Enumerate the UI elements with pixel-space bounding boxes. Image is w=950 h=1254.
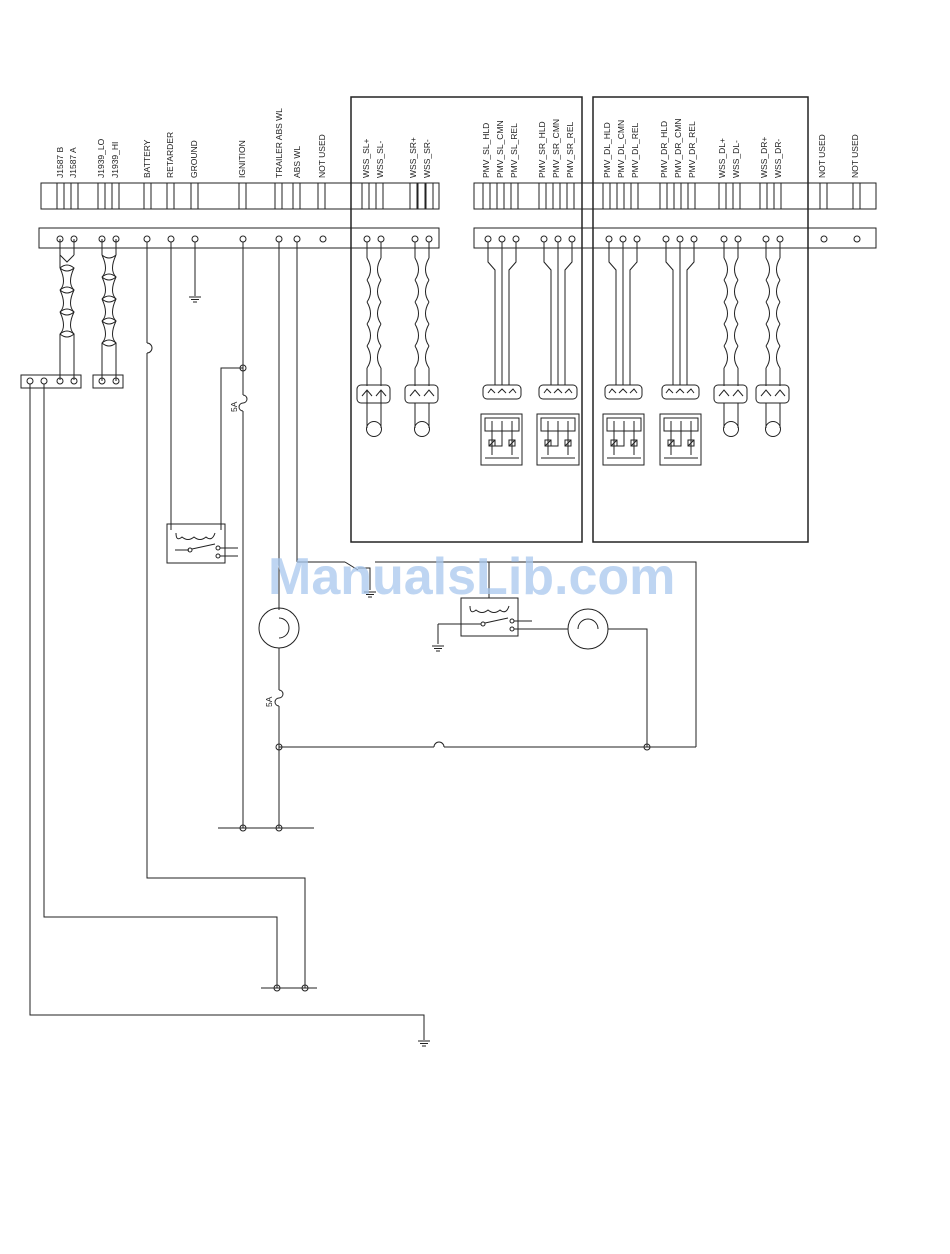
label-ground: GROUND (189, 140, 199, 178)
label-wss-dr-minus: WSS_DR- (773, 139, 783, 178)
label-abs-wl: ABS WL (292, 146, 302, 178)
label-pmv-dr-hld: PMV_DR_HLD (659, 121, 669, 178)
wss-sl-sensor (356, 242, 391, 437)
left-connector-pins (56, 235, 433, 243)
trailer-abs-warning-lamp (258, 607, 300, 649)
abs-warning-lamp (567, 608, 609, 650)
j1939-diagnostic-connector (92, 374, 124, 389)
label-battery: BATTERY (142, 139, 152, 178)
label-pmv-sl-hld: PMV_SL_HLD (481, 123, 491, 178)
label-pmv-dl-hld: PMV_DL_HLD (602, 122, 612, 178)
label-pmv-dr-cmn: PMV_DR_CMN (673, 118, 683, 178)
abs-wl-circuit (296, 242, 697, 747)
trailer-lamp-fuse-label: 5A (264, 696, 274, 707)
retarder-relay (166, 242, 243, 564)
label-not-used-right-1: NOT USED (817, 134, 827, 178)
wss-sr-sensor (404, 242, 439, 437)
pmv-sl-valve-body (480, 413, 523, 466)
right-connector-housing-bottom (473, 227, 877, 249)
right-connector-pin-slots (482, 182, 861, 210)
label-wss-sr-minus: WSS_SR- (422, 139, 432, 178)
label-pmv-sl-cmn: PMV_SL_CMN (495, 120, 505, 178)
label-pmv-sl-rel: PMV_SL_REL (509, 123, 519, 178)
left-connector-housing-bottom (38, 227, 440, 249)
ignition-fuse (238, 394, 248, 412)
relay-coil (175, 532, 216, 540)
j1587-diagnostic-connector (20, 374, 82, 389)
left-connector-pin-slots (56, 182, 434, 210)
diagnostic-wires (29, 384, 431, 1047)
pmv-dr-valve-body (659, 413, 702, 466)
watermark: ManualsLib.com (268, 548, 675, 606)
trailer-abs-wl-circuit: 5A (218, 242, 696, 832)
ignition-wire: 5A (229, 242, 248, 828)
label-not-used-left: NOT USED (317, 134, 327, 178)
label-j1939-hi: J1939_HI (110, 142, 120, 178)
label-wss-sr-plus: WSS_SR+ (408, 137, 418, 178)
label-pmv-dr-rel: PMV_DR_REL (687, 121, 697, 178)
label-wss-dl-plus: WSS_DL+ (717, 138, 727, 178)
wss-dl-sensor (713, 242, 748, 437)
label-wss-dr-plus: WSS_DR+ (759, 137, 769, 178)
label-retarder: RETARDER (165, 132, 175, 178)
label-wss-sl-plus: WSS_SL+ (361, 139, 371, 178)
modulator-steer-block (350, 96, 583, 543)
pmv-sl-modulator (480, 242, 523, 466)
abs-lamp-filament (577, 618, 599, 630)
right-connector-housing-top (473, 182, 877, 210)
label-ignition: IGNITION (237, 140, 247, 178)
left-connector-housing-top (40, 182, 440, 210)
trailer-lamp-filament (278, 617, 290, 639)
label-j1587-b: J1587 B (55, 146, 65, 178)
ignition-fuse-label: 5A (229, 401, 239, 412)
j1587-twisted-pair (59, 239, 75, 380)
right-connector-pins (484, 235, 861, 243)
ground-wire (188, 242, 202, 303)
battery-wire (146, 242, 306, 988)
pmv-dl-modulator (602, 242, 645, 466)
retarder-relay-box (166, 523, 226, 564)
j1939-twisted-pair (101, 239, 117, 381)
label-pmv-sr-hld: PMV_SR_HLD (537, 121, 547, 178)
label-pmv-sr-cmn: PMV_SR_CMN (551, 119, 561, 178)
label-not-used-right-2: NOT USED (850, 134, 860, 178)
label-pmv-dl-rel: PMV_DL_REL (630, 122, 640, 178)
pmv-dl-valve-body (602, 413, 645, 466)
modulator-drive-block (592, 96, 809, 543)
drive-block-labels: PMV_DL_HLD PMV_DL_CMN PMV_DL_REL PMV_DR_… (602, 118, 860, 178)
pmv-sr-valve-body (536, 413, 580, 466)
steer-block-labels: WSS_SL+ WSS_SL- WSS_SR+ WSS_SR- PMV_SL_H… (361, 119, 575, 178)
pmv-sr-modulator (536, 242, 580, 466)
abs-relay-coil (469, 605, 510, 613)
label-pmv-sr-rel: PMV_SR_REL (565, 122, 575, 178)
left-connector-labels: J1587 B J1587 A J1939_LO J1939_HI BATTER… (55, 108, 327, 178)
wss-dr-sensor (755, 242, 790, 437)
trailer-lamp-fuse (274, 689, 284, 707)
label-pmv-dl-cmn: PMV_DL_CMN (616, 120, 626, 178)
label-j1587-a: J1587 A (68, 147, 78, 178)
label-trailer-abs-wl: TRAILER ABS WL (274, 108, 284, 178)
label-j1939-lo: J1939_LO (96, 138, 106, 178)
pmv-dr-modulator (659, 242, 702, 466)
label-wss-sl-minus: WSS_SL- (375, 141, 385, 178)
label-wss-dl-minus: WSS_DL- (731, 140, 741, 178)
